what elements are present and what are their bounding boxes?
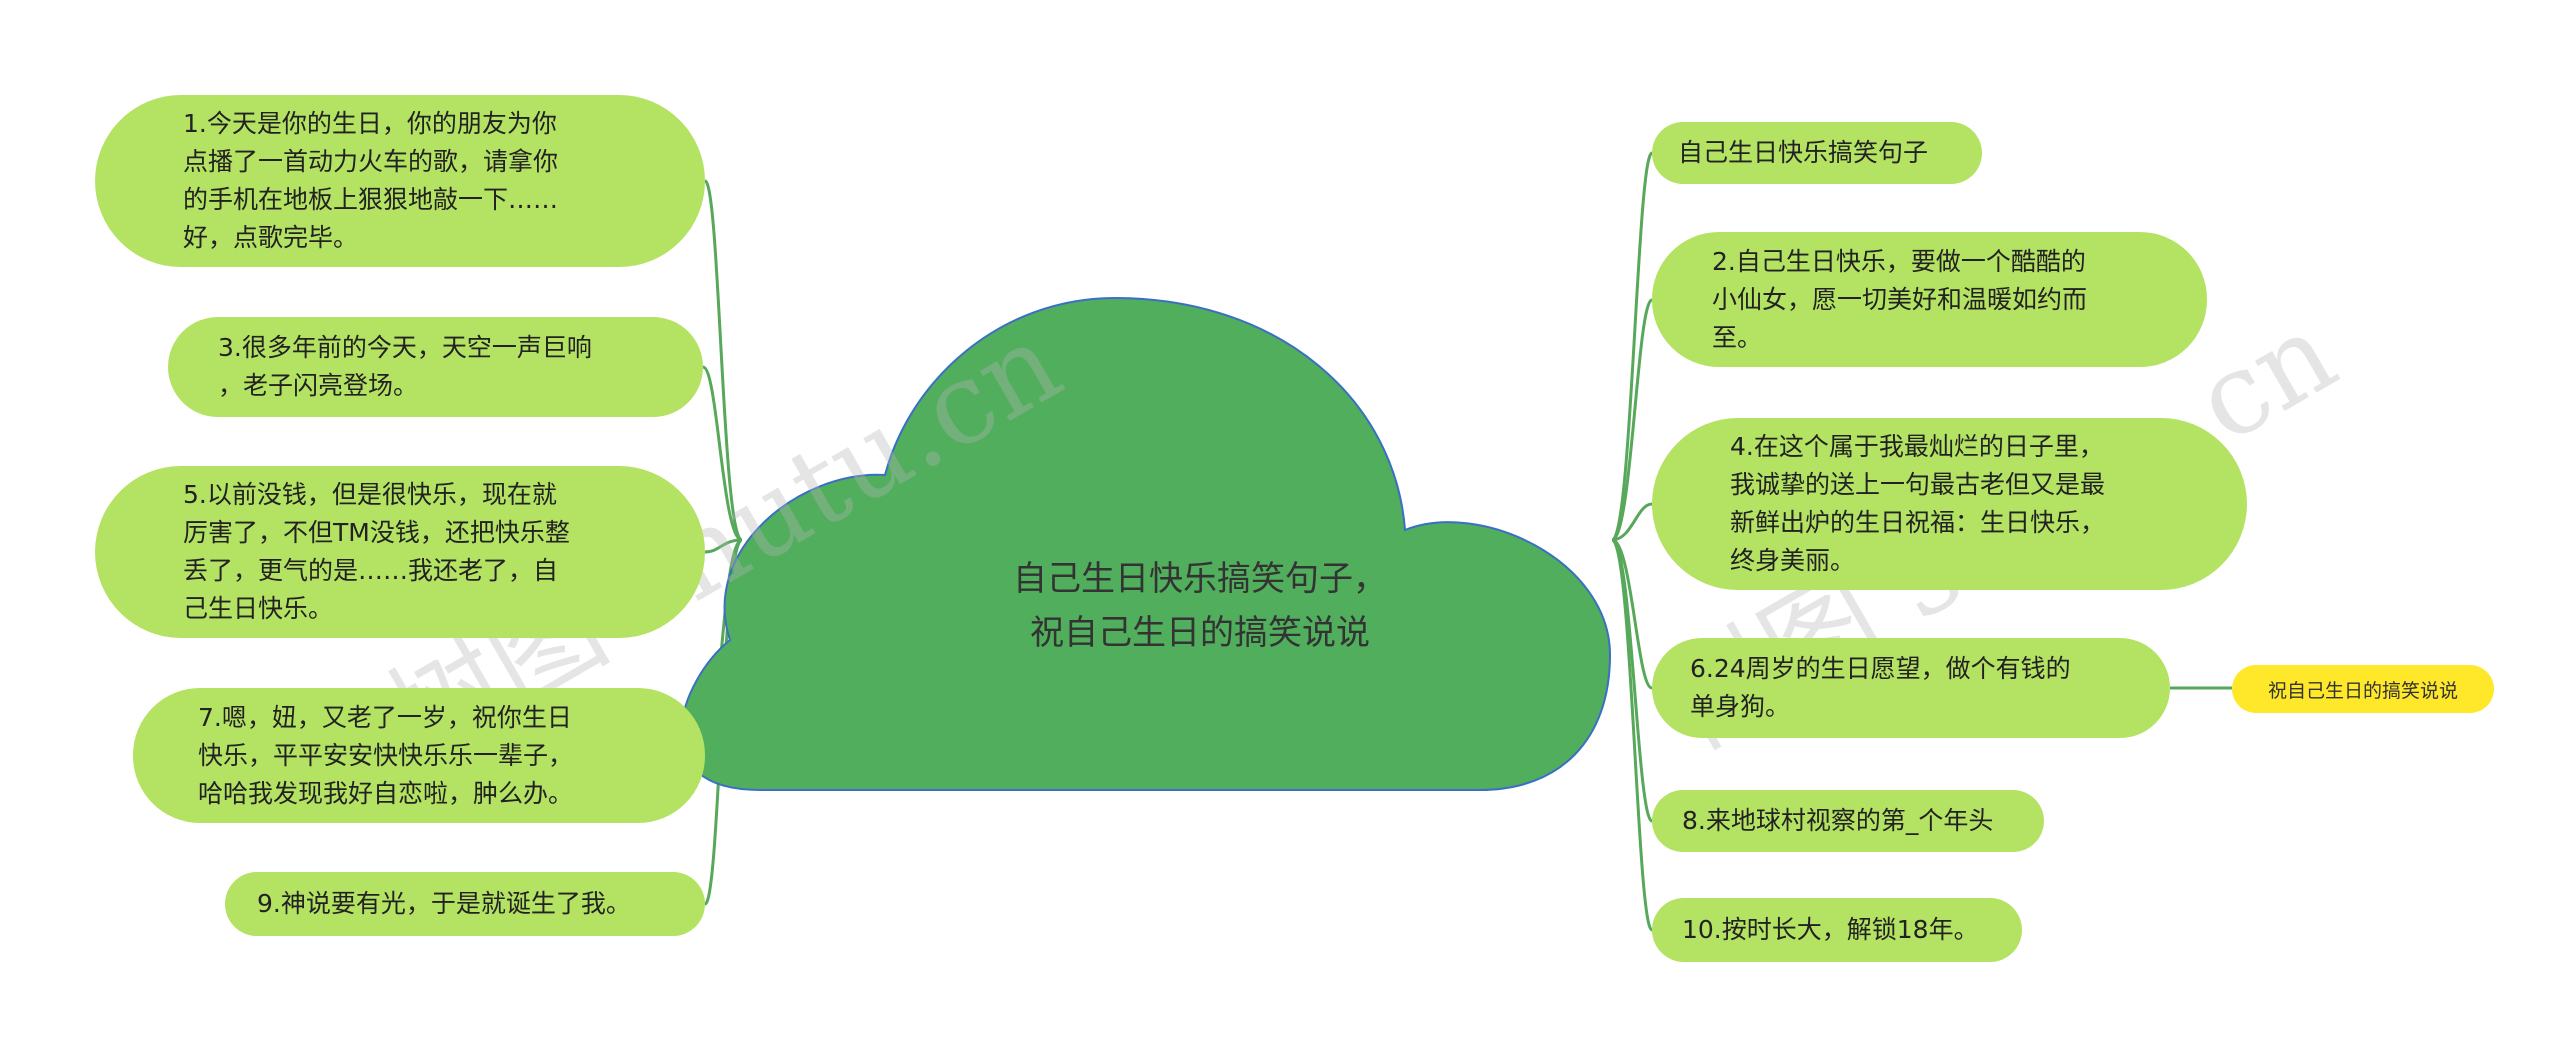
connector-left-0 xyxy=(703,179,744,542)
child-badge[interactable]: 祝自己生日的搞笑说说 xyxy=(2232,665,2494,713)
left-node-3[interactable]: 3.很多年前的今天，天空一声巨响 ，老子闪亮登场。 xyxy=(168,317,703,417)
left-node-5-text: 5.以前没钱，但是很快乐，现在就 厉害了，不但TM没钱，还把快乐整 丢了，更气的… xyxy=(183,480,570,623)
right-node-10-text: 10.按时长大，解锁18年。 xyxy=(1682,915,1979,944)
right-node-8[interactable]: 8.来地球村视察的第_个年头 xyxy=(1652,790,2044,852)
right-node-6-text: 6.24周岁的生日愿望，做个有钱的 单身狗。 xyxy=(1690,654,2071,721)
left-node-5[interactable]: 5.以前没钱，但是很快乐，现在就 厉害了，不但TM没钱，还把快乐整 丢了，更气的… xyxy=(95,466,705,638)
root-cloud-shape[interactable] xyxy=(680,296,1612,791)
connector-right-3 xyxy=(1611,538,1653,690)
left-node-7-text: 7.嗯，妞，又老了一岁，祝你生日 快乐，平平安安快快乐乐一辈子， 哈哈我发现我好… xyxy=(198,702,574,808)
right-node-4-text: 4.在这个属于我最灿烂的日子里， 我诚挚的送上一句最古老但又是最 新鲜出炉的生日… xyxy=(1730,432,2106,575)
left-node-9[interactable]: 9.神说要有光，于是就诞生了我。 xyxy=(225,872,705,936)
child-badge-text: 祝自己生日的搞笑说说 xyxy=(2267,679,2458,702)
connector-left-1 xyxy=(701,365,743,542)
connector-right-2 xyxy=(1611,502,1653,542)
connector-right-0 xyxy=(1610,151,1654,542)
left-node-1-text: 1.今天是你的生日，你的朋友为你 点播了一首动力火车的歌，请拿你 的手机在地板上… xyxy=(183,109,559,252)
connector-right-1 xyxy=(1611,298,1654,542)
connector-left-2 xyxy=(704,538,743,554)
right-node-2[interactable]: 2.自己生日快乐，要做一个酷酷的 小仙女，愿一切美好和温暖如约而 至。 xyxy=(1652,232,2207,367)
left-node-1[interactable]: 1.今天是你的生日，你的朋友为你 点播了一首动力火车的歌，请拿你 的手机在地板上… xyxy=(95,95,705,267)
right-node-8-text: 8.来地球村视察的第_个年头 xyxy=(1682,806,1994,835)
root-title: 自己生日快乐搞笑句子， 祝自己生日的搞笑说说 xyxy=(1013,559,1387,653)
left-node-7[interactable]: 7.嗯，妞，又老了一岁，祝你生日 快乐，平平安安快快乐乐一辈子， 哈哈我发现我好… xyxy=(133,688,705,823)
right-node-10[interactable]: 10.按时长大，解锁18年。 xyxy=(1652,898,2022,962)
left-node-3-text: 3.很多年前的今天，天空一声巨响 ，老子闪亮登场。 xyxy=(218,333,592,400)
right-node-4[interactable]: 4.在这个属于我最灿烂的日子里， 我诚挚的送上一句最古老但又是最 新鲜出炉的生日… xyxy=(1652,418,2247,590)
right-node-2-text: 2.自己生日快乐，要做一个酷酷的 小仙女，愿一切美好和温暖如约而 至。 xyxy=(1712,246,2088,352)
right-node-title-text: 自己生日快乐搞笑句子 xyxy=(1678,138,1929,167)
left-node-9-text: 9.神说要有光，于是就诞生了我。 xyxy=(257,889,631,918)
right-node-6[interactable]: 6.24周岁的生日愿望，做个有钱的 单身狗。 xyxy=(1652,638,2170,738)
connector-right-5 xyxy=(1610,538,1654,932)
right-node-title[interactable]: 自己生日快乐搞笑句子 xyxy=(1652,122,1982,184)
